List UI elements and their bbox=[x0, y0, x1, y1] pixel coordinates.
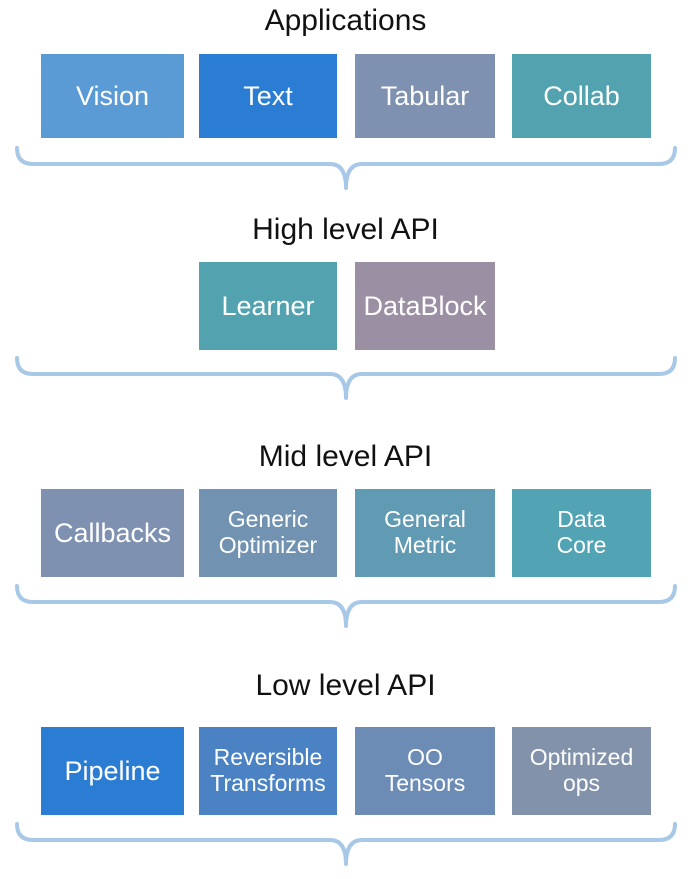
node-label-text: Text bbox=[243, 80, 293, 111]
node-label-datablock: DataBlock bbox=[363, 290, 487, 321]
node-text[interactable]: Text bbox=[199, 54, 337, 138]
node-collab[interactable]: Collab bbox=[512, 54, 651, 138]
tier-title-applications: Applications bbox=[264, 4, 427, 37]
brace-icon bbox=[15, 822, 677, 866]
brace-icon bbox=[15, 356, 677, 400]
tier-title-low-level-api: Low level API bbox=[255, 669, 436, 702]
tier-title-high-level-api: High level API bbox=[252, 213, 439, 246]
brace-mid-level-api bbox=[0, 584, 691, 628]
node-label-callbacks: Callbacks bbox=[53, 517, 172, 548]
node-learner[interactable]: Learner bbox=[199, 262, 337, 350]
brace-low-level-api bbox=[0, 822, 691, 866]
node-datablock[interactable]: DataBlock bbox=[355, 262, 495, 350]
brace-high-level-api bbox=[0, 356, 691, 400]
node-label-learner: Learner bbox=[221, 290, 315, 321]
brace-applications bbox=[0, 146, 691, 190]
node-tabular[interactable]: Tabular bbox=[355, 54, 495, 138]
node-pipeline[interactable]: Pipeline bbox=[41, 727, 184, 815]
node-label-tabular: Tabular bbox=[380, 80, 470, 111]
tier-title-mid-level-api: Mid level API bbox=[258, 440, 433, 473]
node-label-pipeline: Pipeline bbox=[64, 755, 161, 786]
node-callbacks[interactable]: Callbacks bbox=[41, 489, 184, 577]
node-vision[interactable]: Vision bbox=[41, 54, 184, 138]
brace-icon bbox=[15, 584, 677, 628]
node-label-vision: Vision bbox=[75, 80, 150, 111]
brace-icon bbox=[15, 146, 677, 190]
node-label-collab: Collab bbox=[543, 80, 620, 111]
